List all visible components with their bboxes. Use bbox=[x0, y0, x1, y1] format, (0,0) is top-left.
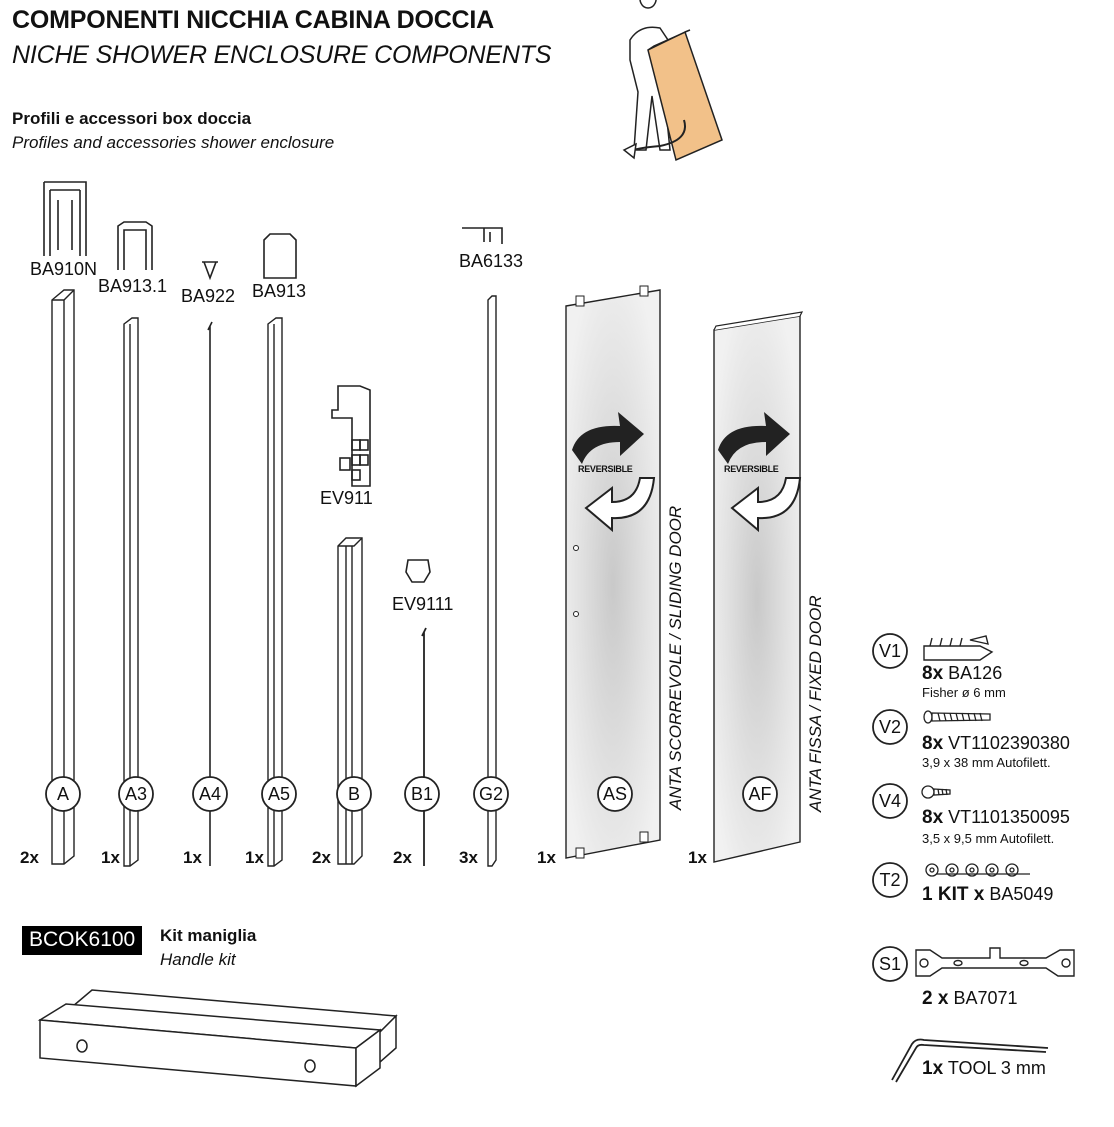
badge-af: AF bbox=[748, 784, 772, 804]
reversible-arrow-icon bbox=[718, 412, 802, 533]
screw-short-icon bbox=[921, 785, 951, 799]
wall-plug-icon bbox=[923, 635, 994, 661]
qty-g2: 3x bbox=[459, 848, 478, 867]
profile-section-ba922 bbox=[202, 261, 218, 281]
badge-b: B bbox=[347, 784, 360, 804]
profile-code-ba913-1: BA913.1 bbox=[98, 276, 168, 296]
fixed-door-label: ANTA FISSA / FIXED DOOR bbox=[806, 595, 825, 812]
badge-g2: G2 bbox=[478, 784, 503, 804]
profile-bar-b1 bbox=[421, 627, 427, 866]
qty-as: 1x bbox=[537, 848, 556, 867]
profile-bar-g2 bbox=[487, 295, 497, 867]
bracket-icon bbox=[915, 947, 1075, 977]
handle-kit-label-english: Handle kit bbox=[160, 950, 236, 969]
profile-code-ba922: BA922 bbox=[181, 286, 236, 306]
badge-v2: V2 bbox=[878, 717, 902, 737]
roller-kit-icon bbox=[925, 863, 1030, 877]
hardware-t2-line: 1 KIT x BA5049 bbox=[922, 884, 1054, 905]
qty-a: 2x bbox=[20, 848, 39, 867]
badge-as: AS bbox=[602, 784, 627, 804]
qty-a3: 1x bbox=[101, 848, 120, 867]
reversible-label-sliding: REVERSIBLE bbox=[578, 464, 633, 474]
title-english: NICHE SHOWER ENCLOSURE COMPONENTS bbox=[12, 41, 552, 69]
profile-section-ba913 bbox=[263, 233, 297, 279]
subtitle-english: Profiles and accessories shower enclosur… bbox=[12, 133, 335, 152]
letter-badges bbox=[45, 633, 908, 982]
profile-section-ba910n bbox=[43, 181, 87, 256]
reversible-label-fixed: REVERSIBLE bbox=[724, 464, 779, 474]
profile-code-ba913: BA913 bbox=[252, 281, 307, 301]
profile-bar-a4 bbox=[207, 321, 213, 866]
hardware-v4-note: 3,5 x 9,5 mm Autofilett. bbox=[922, 831, 1055, 846]
handle-kit-drawing bbox=[37, 989, 398, 1088]
sliding-door-label: ANTA SCORREVOLE / SLIDING DOOR bbox=[666, 505, 685, 810]
allen-key-icon bbox=[891, 1038, 1049, 1083]
subtitle-italian: Profili e accessori box doccia bbox=[12, 109, 252, 128]
hardware-tool-line: 1x TOOL 3 mm bbox=[922, 1058, 1046, 1079]
badge-v1: V1 bbox=[878, 641, 902, 661]
hardware-v2-line: 8x VT1102390380 bbox=[922, 733, 1070, 754]
handle-kit-code-badge: BCOK6100 bbox=[22, 926, 143, 955]
hardware-v4-line: 8x VT1101350095 bbox=[922, 807, 1070, 828]
qty-a5: 1x bbox=[245, 848, 264, 867]
profile-section-ev9111 bbox=[405, 559, 431, 583]
profile-bar-a5 bbox=[267, 317, 283, 867]
profile-code-ev9111: EV9111 bbox=[392, 594, 454, 614]
sliding-door-panel bbox=[565, 285, 661, 859]
hardware-s1-line: 2 x BA7071 bbox=[922, 988, 1018, 1009]
profile-code-ba6133: BA6133 bbox=[459, 251, 524, 271]
hardware-v1-line: 8x BA126 bbox=[922, 663, 1003, 684]
badge-a4: A4 bbox=[198, 784, 222, 804]
badge-a: A bbox=[56, 784, 69, 804]
reversible-arrow-icon bbox=[572, 412, 656, 533]
profile-section-ba913-1 bbox=[117, 221, 153, 270]
badge-v4: V4 bbox=[878, 791, 902, 811]
screw-long-icon bbox=[923, 710, 991, 724]
profile-section-ba6133 bbox=[462, 227, 503, 244]
profile-code-ev911: EV911 bbox=[320, 488, 373, 508]
badge-a3: A3 bbox=[124, 784, 148, 804]
hardware-v1-note: Fisher ø 6 mm bbox=[922, 685, 1006, 700]
profile-bar-b bbox=[337, 537, 363, 865]
profile-bar-a3 bbox=[123, 317, 139, 867]
profile-section-ev911 bbox=[331, 385, 371, 487]
qty-b1: 2x bbox=[393, 848, 412, 867]
fixed-door-panel bbox=[713, 311, 804, 863]
qty-af: 1x bbox=[688, 848, 707, 867]
handle-kit-label-italian: Kit maniglia bbox=[160, 926, 257, 945]
badge-a5: A5 bbox=[267, 784, 291, 804]
qty-a4: 1x bbox=[183, 848, 202, 867]
hardware-v2-note: 3,9 x 38 mm Autofilett. bbox=[922, 755, 1051, 770]
title-italian: COMPONENTI NICCHIA CABINA DOCCIA bbox=[12, 6, 495, 34]
badge-t2: T2 bbox=[879, 870, 901, 890]
person-carrying-panel-icon bbox=[622, 0, 723, 162]
badge-s1: S1 bbox=[878, 954, 902, 974]
badge-b1: B1 bbox=[410, 784, 434, 804]
qty-b: 2x bbox=[312, 848, 331, 867]
profile-bar-a bbox=[51, 289, 75, 865]
profile-code-ba910n: BA910N bbox=[30, 259, 98, 279]
